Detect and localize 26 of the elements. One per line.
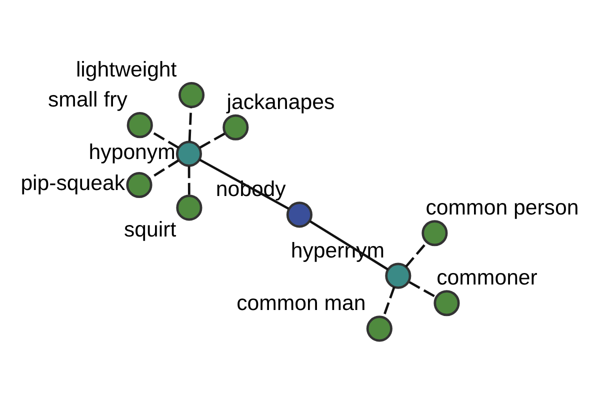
node-label: squirt — [124, 218, 176, 242]
node-label: pip-squeak — [20, 171, 126, 196]
connector — [188, 166, 190, 196]
node-label: lightweight — [76, 58, 177, 82]
node-circle — [222, 114, 249, 140]
node-circle — [385, 262, 412, 289]
node-circle — [178, 82, 205, 108]
node-label: hyponym — [88, 140, 176, 164]
node-circle — [366, 316, 392, 342]
node-circle — [422, 220, 448, 246]
node-label: common person — [426, 196, 579, 220]
connector — [188, 107, 192, 142]
node-circle — [286, 202, 312, 228]
node-label: commoner — [436, 266, 538, 290]
node-circle — [176, 140, 202, 167]
connector — [408, 281, 437, 298]
node-circle — [434, 290, 460, 316]
connector — [149, 159, 180, 180]
node-label: jackanapes — [226, 90, 335, 114]
node-label: common man — [236, 291, 366, 316]
connector — [199, 132, 226, 149]
node-circle — [176, 194, 202, 221]
connector — [405, 242, 428, 268]
node-label: small fry — [48, 88, 128, 112]
node-circle — [126, 172, 152, 198]
node-circle — [126, 112, 153, 138]
